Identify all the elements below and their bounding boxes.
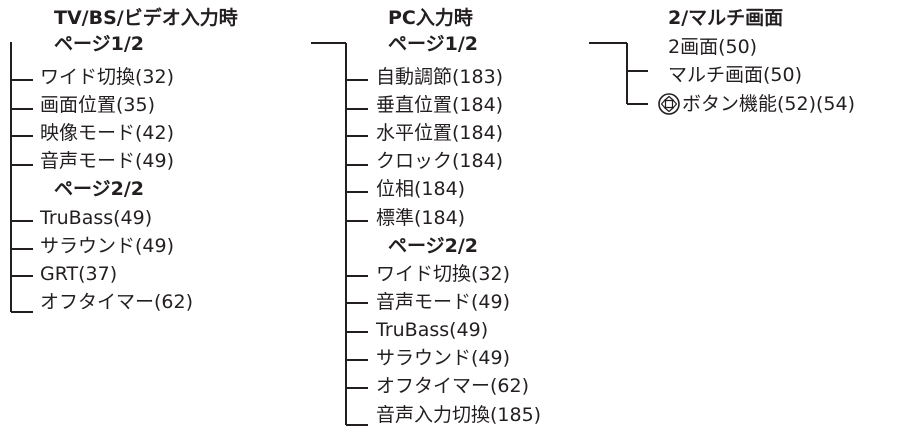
directional-pad-icon — [658, 93, 680, 115]
pc-item-clock: クロック(184) — [376, 150, 504, 172]
tv-page2-label: ページ2/2 — [54, 178, 145, 200]
pc-item-auto-adjust: 自動調節(183) — [376, 66, 504, 88]
pc-item-audio-input-switch: 音声入力切換(185) — [376, 404, 542, 426]
pc-item-off-timer: オフタイマー(62) — [376, 375, 530, 397]
multi-item-multi-screen: マルチ画面(50) — [668, 64, 803, 86]
tv-item-sound-mode: 音声モード(49) — [40, 150, 175, 172]
pc-item-standard: 標準(184) — [376, 207, 466, 229]
tv-item-picture-mode: 映像モード(42) — [40, 122, 175, 144]
pc-item-sound-mode: 音声モード(49) — [376, 291, 511, 313]
tv-item-trubass: TruBass(49) — [40, 207, 153, 229]
pc-item-vertical-position: 垂直位置(184) — [376, 94, 504, 116]
pc-item-trubass: TruBass(49) — [376, 319, 489, 341]
tv-item-off-timer: オフタイマー(62) — [40, 291, 194, 313]
pc-page1-label: ページ1/2 — [388, 33, 479, 55]
tv-page1-label: ページ1/2 — [54, 33, 145, 55]
pc-item-phase: 位相(184) — [376, 178, 466, 200]
pc-input-title: PC入力時 — [388, 7, 473, 29]
multi-screen-title: 2/マルチ画面 — [668, 7, 784, 29]
pc-item-surround: サラウンド(49) — [376, 347, 511, 369]
multi-item-two-screen: 2画面(50) — [668, 36, 758, 58]
pc-item-horizontal-position: 水平位置(184) — [376, 122, 504, 144]
tv-item-wide: ワイド切換(32) — [40, 66, 175, 88]
tv-bs-video-title: TV/BS/ビデオ入力時 — [54, 7, 238, 29]
tv-item-picture-position: 画面位置(35) — [40, 94, 156, 116]
pc-page2-label: ページ2/2 — [388, 235, 479, 257]
pc-item-wide: ワイド切換(32) — [376, 263, 511, 285]
multi-item-button-function: ボタン機能(52)(54) — [682, 93, 856, 115]
tv-item-grt: GRT(37) — [40, 263, 118, 285]
tv-item-surround: サラウンド(49) — [40, 235, 175, 257]
